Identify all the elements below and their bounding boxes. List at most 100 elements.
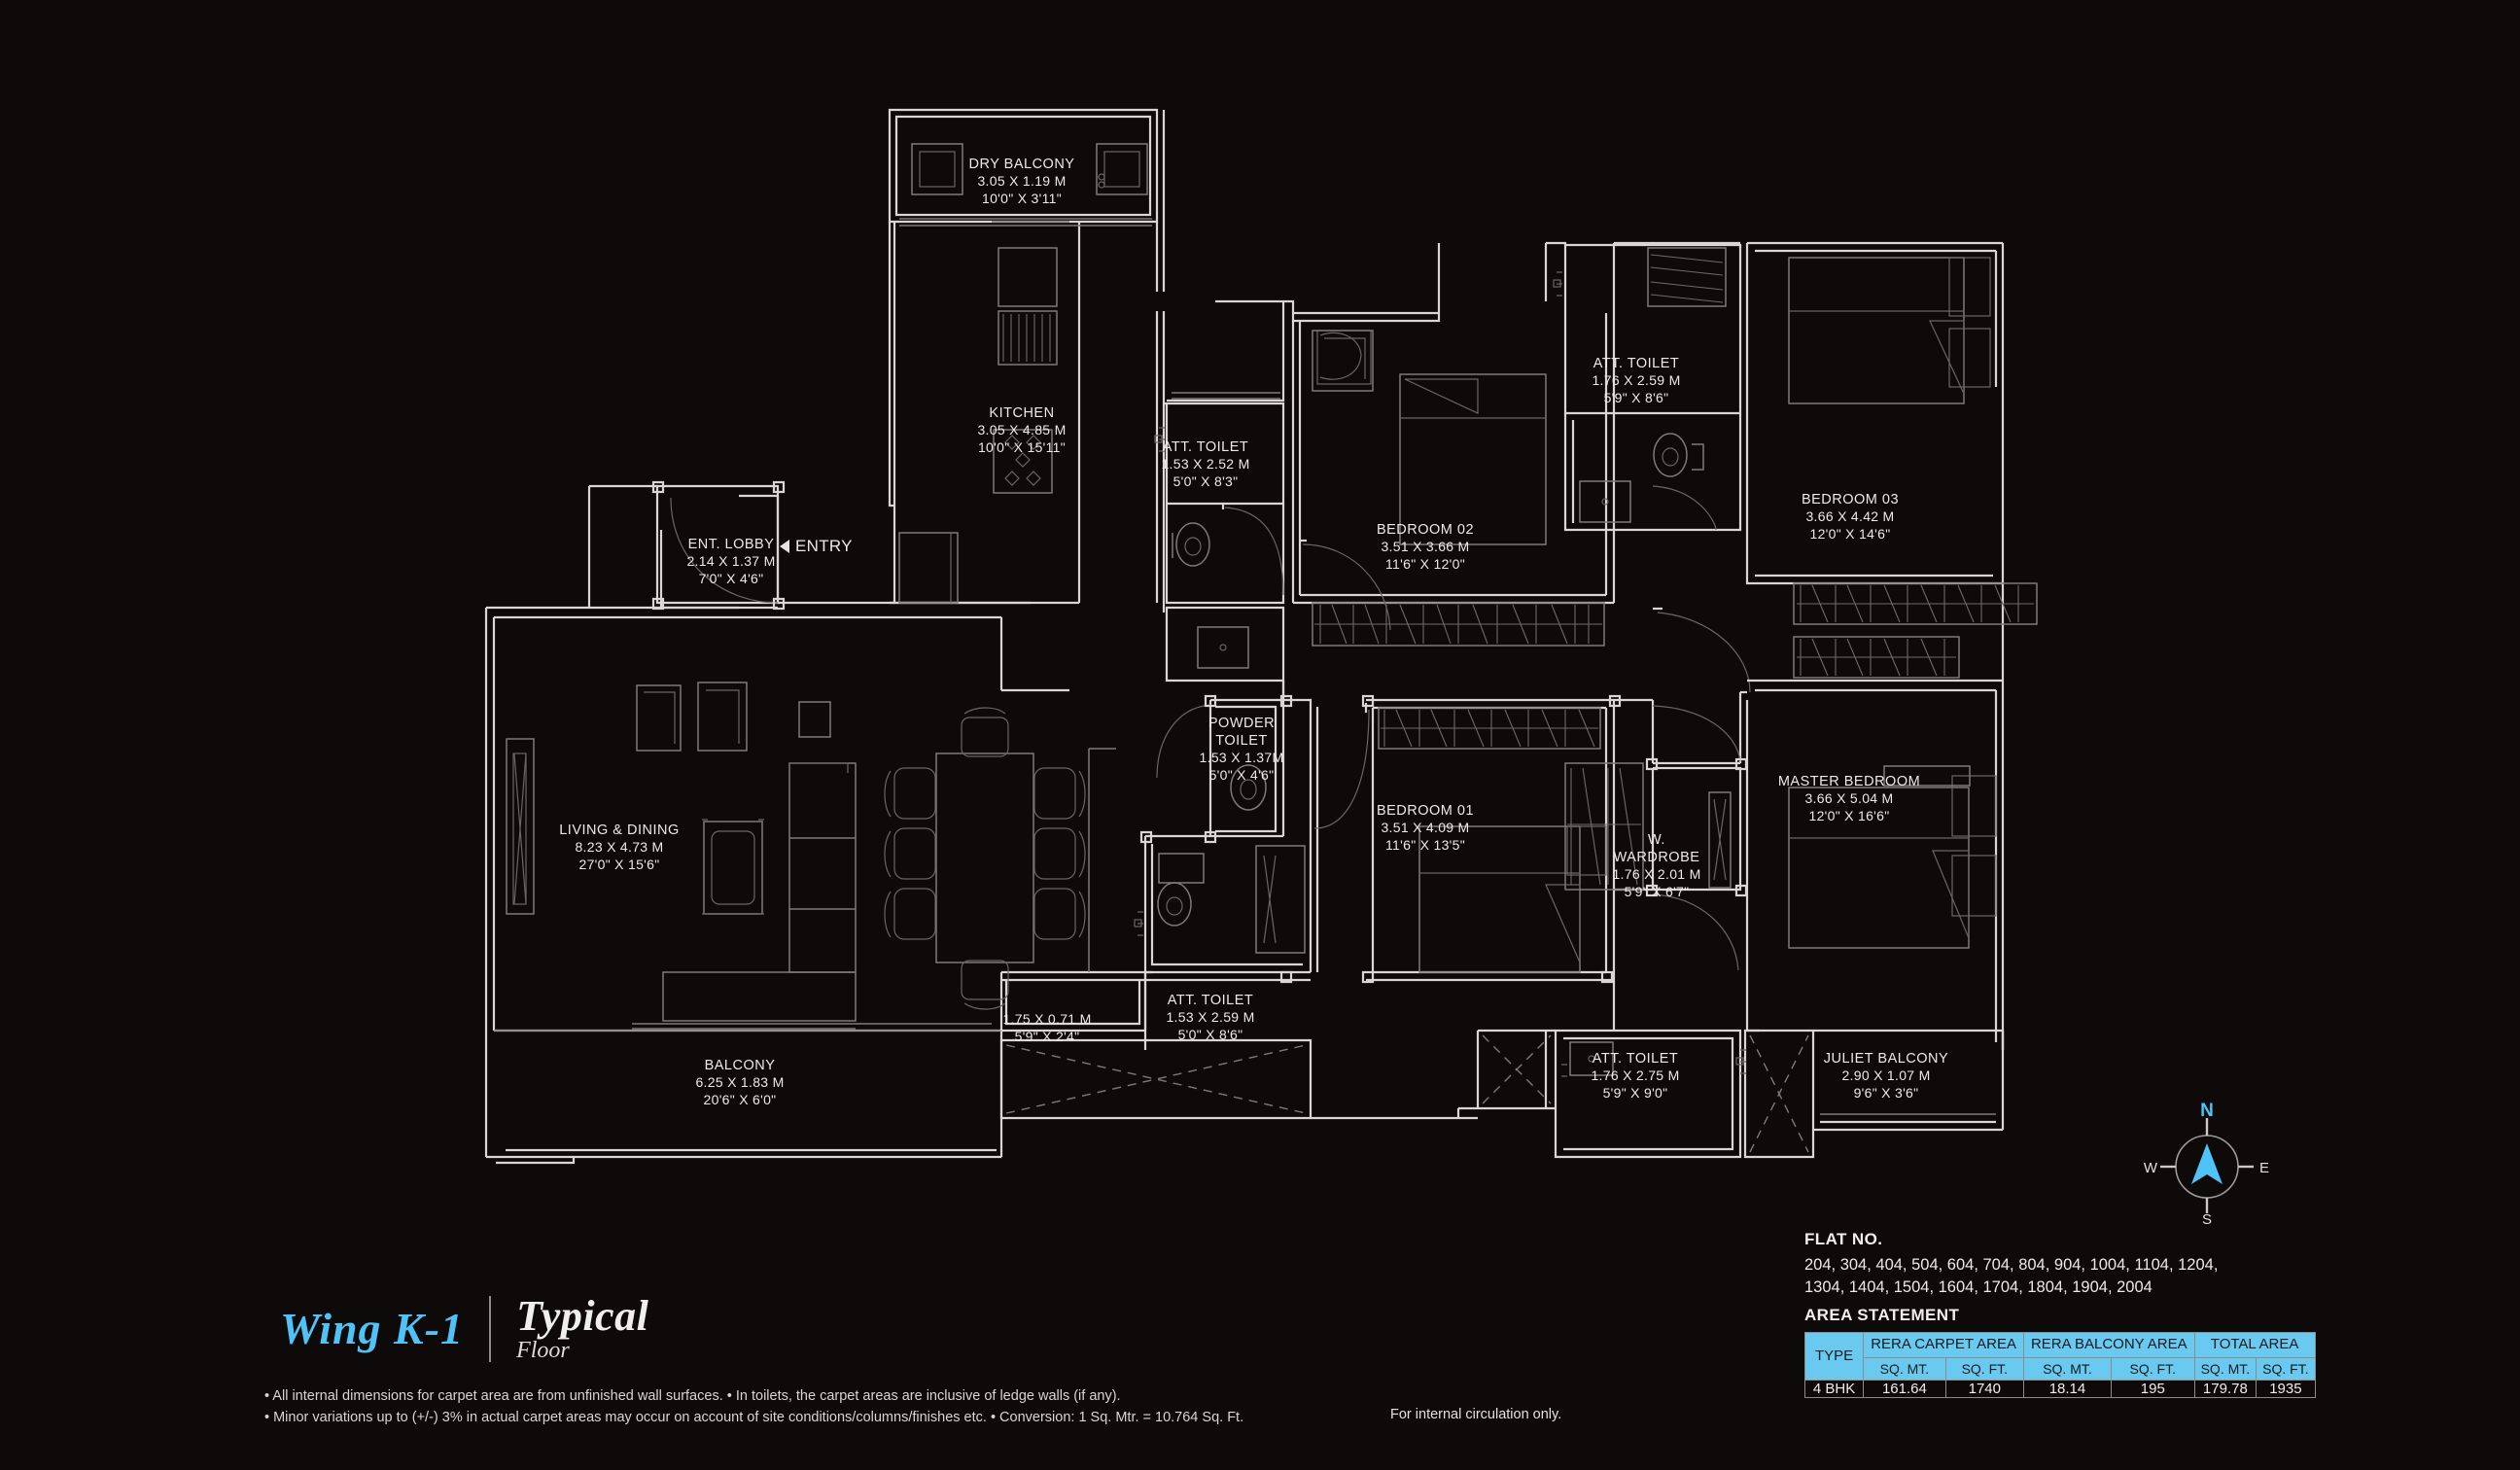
room-dim-metric: 3.66 X 4.42 M (1805, 508, 1895, 525)
room-name: BEDROOM 02 (1376, 522, 1475, 538)
room-dim-metric: 2.14 X 1.37 M (686, 553, 776, 570)
wing-title: Wing K-1 (280, 1303, 465, 1353)
entry-label: ENTRY (795, 537, 853, 555)
unit-carpet-sqft: SQ. FT. (1944, 1356, 2024, 1381)
room-dim-metric: 3.05 X 1.19 M (977, 173, 1067, 190)
floor-word: Floor (516, 1338, 570, 1364)
area-statement-title: AREA STATEMENT (1804, 1306, 1960, 1324)
room-dim-metric: 1.53 X 2.52 M (1161, 456, 1250, 472)
compass-label-south: S (2202, 1211, 2212, 1225)
col-type: TYPE (1803, 1332, 1865, 1381)
compass-label-west: W (2144, 1160, 2158, 1176)
room-dim-imperial: 5'9" X 2'4" (1014, 1028, 1080, 1044)
brand-divider (489, 1295, 492, 1362)
branding: Wing K-1 Typical Floor (280, 1294, 648, 1364)
room-dim-metric: 3.66 X 5.04 M (1804, 790, 1894, 807)
room-name: KITCHEN (989, 405, 1055, 421)
room-dim-metric: 3.51 X 4.09 M (1381, 820, 1470, 836)
room-dim-imperial: 5'9" X 9'0" (1602, 1084, 1668, 1101)
room-dim-metric: 1.76 X 2.01 M (1612, 866, 1701, 883)
room-name: BALCONY (704, 1058, 776, 1073)
room-dim-imperial: 27'0" X 15'6" (578, 856, 660, 872)
cell-type: 4 BHK (1803, 1379, 1865, 1398)
table-header-row-1: TYPE RERA CARPET AREA RERA BALCONY AREA … (1803, 1332, 2316, 1381)
room-dim-imperial: 5'0" X 8'3" (1172, 472, 1239, 489)
room-dim-imperial: 10'0" X 3'11" (982, 190, 1062, 206)
room-dim-metric: 3.05 X 4.85 M (977, 422, 1067, 438)
disclaimer-block: • All internal dimensions for carpet are… (264, 1385, 1243, 1429)
room-name: W.WARDROBE (1613, 832, 1700, 866)
room-dim-imperial: 20'6" X 6'0" (703, 1091, 777, 1107)
room-name: ATT. TOILET (1592, 1051, 1679, 1067)
room-name: ATT. TOILET (1162, 439, 1249, 455)
room-name: ATT. TOILET (1592, 356, 1680, 371)
room-name: BEDROOM 03 (1801, 492, 1900, 508)
room-dim-imperial: 5'0" X 4'6" (1208, 766, 1275, 783)
col-rera-carpet: RERA CARPET AREA (1863, 1332, 2024, 1358)
room-dim-metric: 1.75 X 0.71 M (1002, 1011, 1092, 1027)
unit-balcony-sqmt: SQ. MT. (2022, 1356, 2112, 1381)
unit-total-sqmt: SQ. MT. (2193, 1356, 2258, 1381)
unit-total-sqft: SQ. FT. (2256, 1356, 2316, 1381)
disclaimer-line-2: • Minor variations up to (+/-) 3% in act… (264, 1410, 1244, 1426)
room-name: ENT. LOBBY (687, 537, 775, 552)
cell-balcony-sqmt: 18.14 (2022, 1379, 2112, 1398)
cell-total-sqft: 1935 (2256, 1379, 2316, 1398)
table-row: 4 BHK 161.64 1740 18.14 195 179.78 1935 (1803, 1379, 2316, 1398)
compass-label-east: E (2259, 1160, 2269, 1176)
room-name: LIVING & DINING (559, 822, 680, 838)
room-dim-imperial: 5'9" X 6'7" (1624, 883, 1690, 899)
room-dim-metric: 3.51 X 3.66 M (1381, 539, 1470, 555)
unit-carpet-sqmt: SQ. MT. (1863, 1356, 1946, 1381)
room-dim-imperial: 10'0" X 15'11" (977, 438, 1067, 455)
room-dim-imperial: 5'9" X 8'6" (1603, 389, 1669, 405)
compass-needle-icon (2191, 1143, 2222, 1184)
room-dim-metric: 1.53 X 1.37M (1199, 750, 1284, 766)
room-name: JULIET BALCONY (1823, 1051, 1949, 1067)
col-rera-balcony: RERA BALCONY AREA (2022, 1332, 2195, 1358)
room-dim-metric: 1.53 X 2.59 M (1166, 1009, 1255, 1026)
room-name: ATT. TOILET (1167, 993, 1254, 1008)
compass-label-north: N (2200, 1101, 2214, 1121)
room-dim-metric: 1.76 X 2.75 M (1591, 1068, 1680, 1084)
entry-arrow-icon (780, 540, 789, 553)
room-dim-imperial: 7'0" X 4'6" (698, 570, 764, 586)
col-total-area: TOTAL AREA (2193, 1332, 2316, 1358)
room-dim-imperial: 12'0" X 14'6" (1809, 525, 1891, 542)
cell-carpet-sqft: 1740 (1944, 1379, 2024, 1398)
floor-type-block: Typical Floor (516, 1294, 648, 1364)
room-dim-imperial: 12'0" X 16'6" (1808, 807, 1890, 823)
flat-number-block: FLAT NO. 204, 304, 404, 504, 604, 704, 8… (1804, 1230, 2218, 1300)
flat-number-title: FLAT NO. (1804, 1230, 1883, 1248)
room-dim-metric: 2.90 X 1.07 M (1841, 1068, 1931, 1084)
room-name: MASTER BEDROOM (1777, 774, 1921, 789)
flat-number-line-2: 1304, 1404, 1504, 1604, 1704, 1804, 1904… (1804, 1278, 2152, 1297)
room-dim-imperial: 11'6" X 13'5" (1385, 836, 1465, 853)
room-name: DRY BALCONY (968, 157, 1075, 172)
cell-total-sqmt: 179.78 (2193, 1379, 2258, 1398)
compass-rose: N S W E (2139, 1097, 2275, 1228)
internal-circulation-note: For internal circulation only. (1390, 1407, 1562, 1422)
room-dim-imperial: 5'0" X 8'6" (1177, 1026, 1243, 1042)
cell-balcony-sqft: 195 (2110, 1379, 2195, 1398)
room-dim-imperial: 11'6" X 12'0" (1385, 555, 1465, 572)
room-dim-metric: 6.25 X 1.83 M (695, 1074, 785, 1091)
